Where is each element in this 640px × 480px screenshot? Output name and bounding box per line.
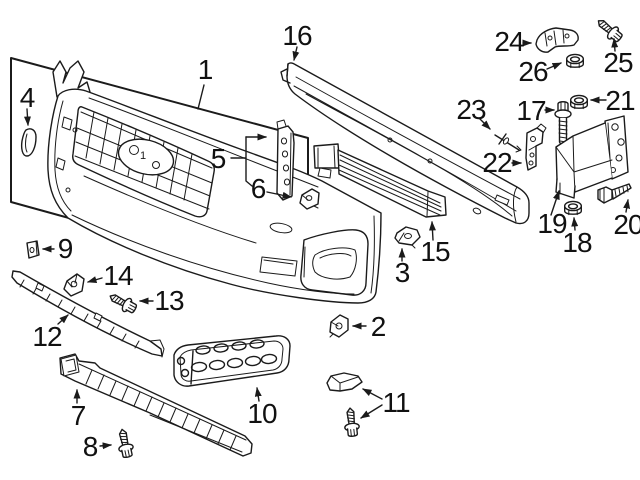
callout-label-11: 11 — [382, 387, 410, 418]
callout-label-2: 2 — [370, 311, 387, 342]
callout-label-7: 7 — [70, 400, 87, 431]
callout-arrows — [23, 38, 631, 450]
part-screw-13 — [106, 289, 140, 317]
part-clip-14 — [63, 273, 85, 297]
part-bracket-24 — [535, 27, 579, 53]
callout-label-6: 6 — [250, 173, 267, 204]
part-screw-8 — [114, 427, 136, 460]
callout-label-18: 18 — [562, 227, 592, 258]
callout-label-21: 21 — [605, 85, 635, 116]
callout-label-14: 14 — [103, 260, 133, 291]
part-side-guide — [276, 119, 295, 201]
part-clip-2 — [329, 314, 349, 338]
callout-label-8: 8 — [82, 431, 99, 462]
part-bolt-17 — [554, 101, 572, 149]
callout-label-10: 10 — [247, 398, 277, 429]
callout-label-15: 15 — [420, 236, 450, 267]
callout-label-24: 24 — [494, 26, 524, 57]
callout-label-5: 5 — [210, 143, 227, 174]
part-lower-strip — [11, 270, 165, 358]
callout-label-25: 25 — [603, 47, 633, 78]
callout-label-22: 22 — [482, 147, 512, 178]
part-nut-18 — [564, 200, 582, 216]
callout-label-19: 19 — [537, 208, 567, 239]
callout-label-1: 1 — [197, 54, 214, 85]
part-impact-bar — [280, 62, 530, 225]
callout-label-17: 17 — [516, 95, 546, 126]
callout-label-20: 20 — [613, 209, 640, 240]
grille-emblem-mark: 1 — [140, 150, 146, 162]
part-impact-absorber — [313, 143, 447, 218]
part-clip-6 — [299, 188, 320, 210]
part-nut-26 — [566, 53, 584, 69]
part-clip-3 — [394, 226, 421, 249]
callout-label-23: 23 — [456, 94, 486, 125]
callout-label-13: 13 — [154, 285, 184, 316]
part-washer-cap — [20, 128, 37, 157]
part-bumper-cover: 1 — [47, 60, 382, 304]
part-screw-25 — [593, 14, 626, 46]
callout-label-9: 9 — [57, 233, 74, 264]
part-grille-insert — [173, 335, 291, 387]
callout-label-16: 16 — [282, 20, 312, 51]
callout-label-4: 4 — [19, 82, 36, 113]
callout-label-26: 26 — [518, 56, 548, 87]
part-mount-bracket-19 — [555, 115, 629, 199]
part-clip-9 — [26, 240, 40, 259]
part-screw-11 — [342, 406, 361, 438]
part-pin-23 — [494, 133, 522, 153]
callout-label-12: 12 — [32, 321, 62, 352]
part-bolt-20 — [597, 183, 632, 204]
part-bracket-11 — [326, 372, 363, 392]
part-skid-plate — [59, 353, 253, 457]
part-nut-21 — [570, 94, 588, 110]
callout-label-3: 3 — [394, 257, 411, 288]
part-bracket-22 — [525, 123, 547, 171]
